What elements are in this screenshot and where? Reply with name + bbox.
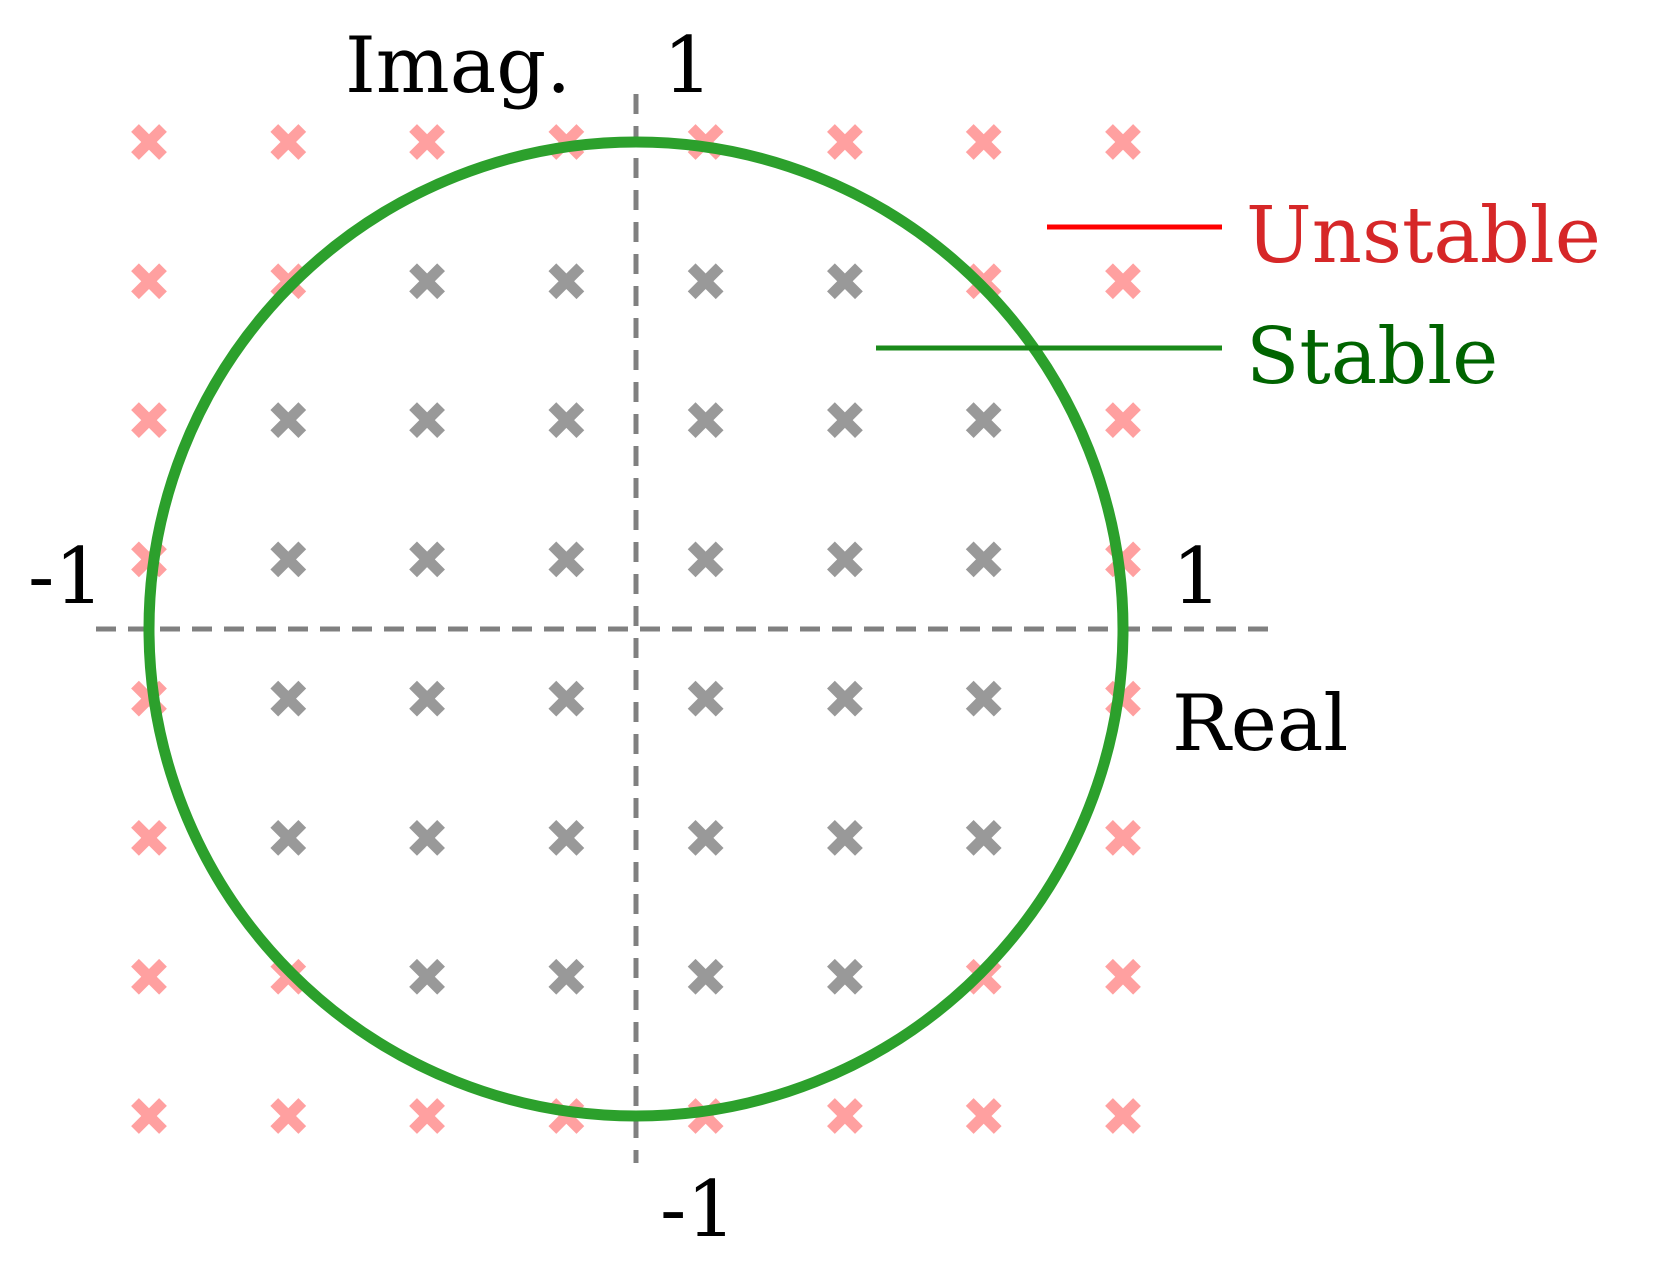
stable-pole-marker bbox=[548, 680, 585, 717]
unstable-pole-marker bbox=[270, 1098, 307, 1134]
pole-markers bbox=[131, 124, 1141, 1134]
stable-pole-marker bbox=[548, 402, 585, 438]
stable-pole-marker bbox=[827, 958, 863, 995]
stable-pole-marker bbox=[687, 820, 724, 856]
stable-pole-marker bbox=[548, 820, 585, 856]
stable-pole-marker bbox=[270, 820, 307, 856]
stable-pole-marker bbox=[687, 402, 724, 438]
tick-label-imag-bottom: -1 bbox=[660, 1165, 736, 1255]
stable-pole-marker bbox=[270, 680, 307, 717]
stable-pole-marker bbox=[409, 402, 445, 438]
stable-pole-marker bbox=[270, 541, 307, 578]
unstable-pole-marker bbox=[1105, 1098, 1141, 1134]
real-axis-label: Real bbox=[1172, 679, 1348, 769]
unstable-pole-marker bbox=[1105, 402, 1141, 438]
stable-pole-marker bbox=[827, 541, 863, 578]
imaginary-axis-label: Imag. bbox=[345, 21, 571, 111]
stable-pole-marker bbox=[687, 680, 724, 717]
unstable-pole-marker bbox=[131, 958, 167, 995]
unit-circle bbox=[143, 136, 1129, 1122]
stable-pole-marker bbox=[965, 680, 1002, 717]
stable-pole-marker bbox=[965, 541, 1002, 578]
stable-pole-marker bbox=[827, 402, 863, 438]
stable-pole-marker bbox=[687, 541, 724, 578]
tick-label-imag-top: 1 bbox=[663, 21, 713, 111]
stable-pole-marker bbox=[548, 541, 585, 578]
stable-pole-marker bbox=[687, 958, 724, 995]
stable-pole-marker bbox=[548, 958, 585, 995]
unstable-pole-marker bbox=[409, 124, 445, 160]
unstable-pole-marker bbox=[270, 124, 307, 160]
unstable-pole-marker bbox=[131, 402, 167, 438]
legend-label-unstable: Unstable bbox=[1246, 191, 1601, 281]
stable-pole-marker bbox=[965, 820, 1002, 856]
stable-pole-marker bbox=[270, 402, 307, 438]
stable-pole-marker bbox=[548, 263, 585, 300]
stable-pole-marker bbox=[687, 263, 724, 300]
unstable-pole-marker bbox=[1105, 820, 1141, 856]
tick-label-real-left: -1 bbox=[28, 532, 104, 622]
unstable-pole-marker bbox=[409, 1098, 445, 1134]
legend: Unstable Stable bbox=[876, 191, 1601, 402]
unstable-pole-marker bbox=[131, 820, 167, 856]
unstable-pole-marker bbox=[827, 1098, 863, 1134]
unstable-pole-marker bbox=[827, 124, 863, 160]
stable-pole-marker bbox=[409, 680, 445, 717]
unstable-pole-marker bbox=[131, 1098, 167, 1134]
unstable-pole-marker bbox=[1105, 124, 1141, 160]
unstable-pole-marker bbox=[1105, 263, 1141, 300]
unstable-pole-marker bbox=[131, 124, 167, 160]
unstable-pole-marker bbox=[965, 124, 1002, 160]
stable-pole-marker bbox=[409, 541, 445, 578]
stable-pole-marker bbox=[965, 402, 1002, 438]
tick-label-real-right: 1 bbox=[1172, 532, 1222, 622]
unstable-pole-marker bbox=[131, 263, 167, 300]
legend-label-stable: Stable bbox=[1246, 312, 1498, 402]
stable-pole-marker bbox=[409, 958, 445, 995]
unstable-pole-marker bbox=[1105, 958, 1141, 995]
stable-pole-marker bbox=[409, 820, 445, 856]
stable-pole-marker bbox=[827, 680, 863, 717]
stable-pole-marker bbox=[827, 263, 863, 300]
stable-pole-marker bbox=[409, 263, 445, 300]
stable-pole-marker bbox=[827, 820, 863, 856]
unstable-pole-marker bbox=[965, 1098, 1002, 1134]
